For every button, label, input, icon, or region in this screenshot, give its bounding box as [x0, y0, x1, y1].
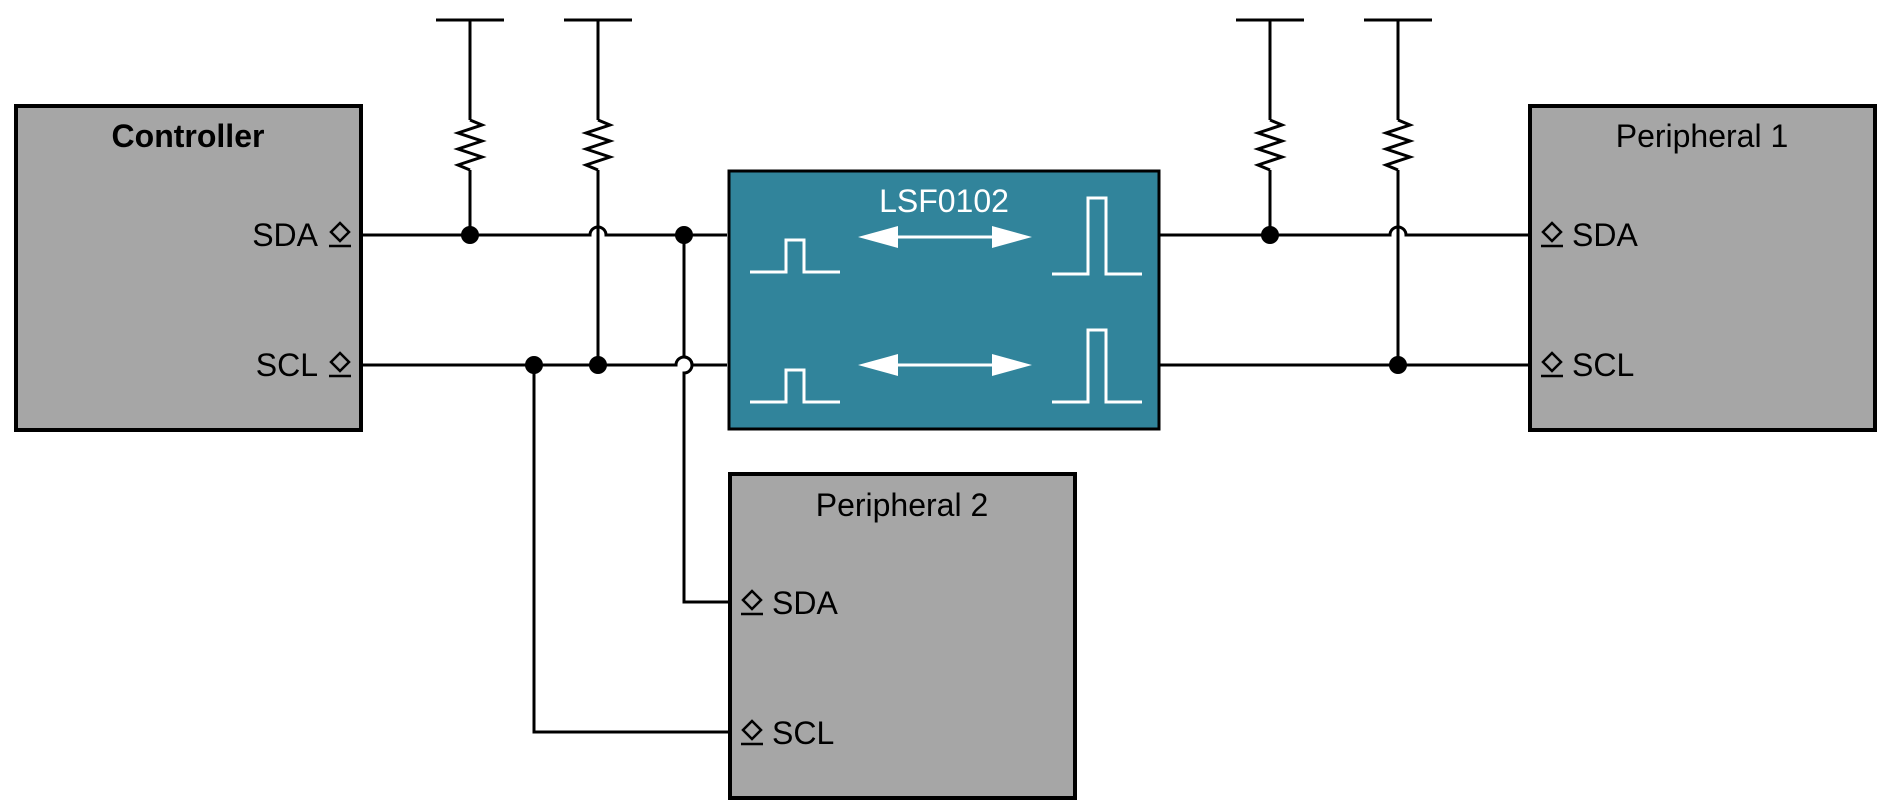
junction-dot	[1389, 356, 1407, 374]
peripheral1-box	[1528, 104, 1877, 432]
peripheral1-title: Peripheral 1	[1616, 118, 1789, 154]
pulse-high-voltage-icon	[1052, 196, 1142, 276]
pulse-low-voltage-icon	[750, 368, 840, 404]
open-drain-icon	[741, 589, 763, 616]
sda-branch-p2	[682, 235, 728, 604]
peripheral1-block: Peripheral 1 SDA SCL	[1528, 104, 1877, 432]
pullup-resistors	[453, 118, 1415, 172]
translator-label: LSF0102	[879, 183, 1009, 219]
junctions	[461, 226, 1407, 374]
junction-dot	[589, 356, 607, 374]
peripheral2-scl-label: SCL	[772, 715, 834, 751]
open-drain-icon	[741, 719, 763, 746]
controller-box	[14, 104, 363, 432]
controller-title: Controller	[112, 118, 265, 154]
bidirectional-arrow-icon	[858, 354, 1032, 376]
resistor-4	[1381, 118, 1415, 172]
controller-scl-label: SCL	[256, 347, 318, 383]
resistor-3	[1253, 118, 1287, 172]
open-drain-icon	[1541, 351, 1563, 378]
controller-block: Controller SDA SCL	[14, 104, 363, 432]
junction-dot	[675, 226, 693, 244]
peripheral2-block: Peripheral 2 SDA SCL	[728, 472, 1077, 800]
open-drain-icon	[1541, 221, 1563, 248]
pulse-low-voltage-icon	[750, 238, 840, 274]
bidirectional-arrow-icon	[858, 226, 1032, 248]
junction-dot	[525, 356, 543, 374]
sda-wire-right	[1160, 225, 1528, 237]
controller-sda-label: SDA	[252, 217, 318, 253]
peripheral2-box	[728, 472, 1077, 800]
peripheral2-sda-label: SDA	[772, 585, 838, 621]
peripheral1-sda-label: SDA	[1572, 217, 1638, 253]
sda-wire-left	[363, 225, 727, 237]
level-translator-block: LSF0102	[727, 169, 1161, 431]
junction-dot	[1261, 226, 1279, 244]
junction-dot	[461, 226, 479, 244]
resistor-2	[581, 118, 615, 172]
resistor-1	[453, 118, 487, 172]
peripheral2-title: Peripheral 2	[816, 487, 989, 523]
open-drain-icon	[329, 221, 351, 248]
pulse-high-voltage-icon	[1052, 328, 1142, 404]
open-drain-icon	[329, 351, 351, 378]
scl-branch-p2	[532, 365, 728, 734]
peripheral1-scl-label: SCL	[1572, 347, 1634, 383]
wires	[363, 18, 1528, 734]
scl-wire-left	[363, 355, 727, 367]
